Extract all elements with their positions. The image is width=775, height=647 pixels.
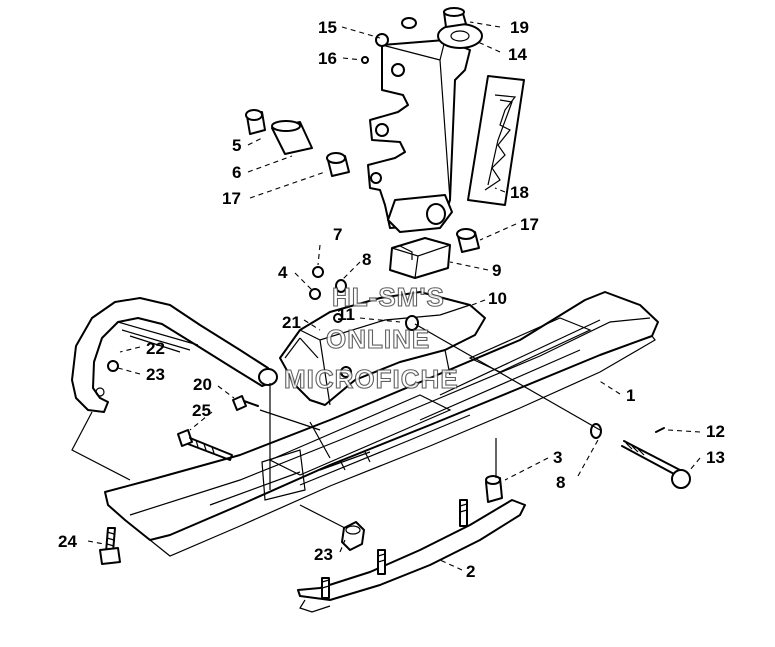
bolt-24 xyxy=(99,527,121,565)
washer-8-lower xyxy=(590,423,602,439)
ski-body xyxy=(104,291,659,557)
callout-6: 6 xyxy=(232,163,241,182)
block-9 xyxy=(389,237,451,279)
callout-8-lower: 8 xyxy=(556,473,565,492)
callout-12: 12 xyxy=(706,422,725,441)
watermark: HL-SM'S ONLINE MICROFICHE xyxy=(283,281,459,394)
spindle-top-ring xyxy=(437,23,483,49)
wear-bar xyxy=(297,499,526,613)
callout-15: 15 xyxy=(318,18,337,37)
callout-13: 13 xyxy=(706,448,725,467)
callout-23-lower: 23 xyxy=(314,545,333,564)
bolt-13 xyxy=(621,440,691,489)
callout-1: 1 xyxy=(626,386,635,405)
watermark-line-1: HL-SM'S xyxy=(332,282,445,312)
callout-17-lower: 17 xyxy=(520,215,539,234)
callout-16: 16 xyxy=(318,49,337,68)
wear-bar-stud-3 xyxy=(459,499,468,527)
callout-8-upper: 8 xyxy=(362,250,371,269)
watermark-line-2: ONLINE xyxy=(326,324,430,354)
callout-19: 19 xyxy=(510,18,529,37)
callout-17-upper: 17 xyxy=(222,189,241,208)
nut-4 xyxy=(309,288,321,300)
callout-labels: 15 19 14 16 5 6 17 18 17 7 8 9 4 10 11 2… xyxy=(58,18,725,581)
post-3 xyxy=(485,475,503,503)
leader-lines xyxy=(71,21,701,571)
callout-21: 21 xyxy=(282,313,301,332)
callout-18: 18 xyxy=(510,183,529,202)
callout-25: 25 xyxy=(192,401,211,420)
washer-8-upper xyxy=(335,279,347,293)
sleeve-6 xyxy=(271,120,313,155)
ski-loop-22 xyxy=(71,297,278,413)
callout-3: 3 xyxy=(553,448,562,467)
callout-23-upper: 23 xyxy=(146,365,165,384)
callout-11: 11 xyxy=(337,305,355,324)
callout-2: 2 xyxy=(466,562,475,581)
callout-4: 4 xyxy=(278,263,288,282)
mount-saddle-10 xyxy=(279,291,486,406)
nut-15 xyxy=(375,17,417,47)
nut-7 xyxy=(312,266,324,278)
callout-24: 24 xyxy=(58,532,77,551)
cotter-pin-12 xyxy=(655,427,665,433)
decal xyxy=(467,75,525,206)
spindle xyxy=(367,23,483,233)
bushing-5 xyxy=(245,109,266,135)
callout-5: 5 xyxy=(232,136,241,155)
watermark-line-3: MICROFICHE xyxy=(284,364,459,394)
plug-19 xyxy=(443,7,467,28)
bolt-25 xyxy=(177,429,233,461)
bushing-17-upper xyxy=(326,152,350,177)
bushing-17-lower xyxy=(456,228,480,253)
grease-fitting-16 xyxy=(361,56,369,64)
bolt-20 xyxy=(232,395,259,411)
callout-20: 20 xyxy=(193,375,212,394)
nut-23-upper xyxy=(107,360,119,372)
callout-14: 14 xyxy=(508,45,527,64)
callout-7: 7 xyxy=(333,225,342,244)
callout-22: 22 xyxy=(146,339,165,358)
nut-23-lower xyxy=(341,521,365,551)
callout-10: 10 xyxy=(488,289,507,308)
callout-9: 9 xyxy=(492,261,501,280)
